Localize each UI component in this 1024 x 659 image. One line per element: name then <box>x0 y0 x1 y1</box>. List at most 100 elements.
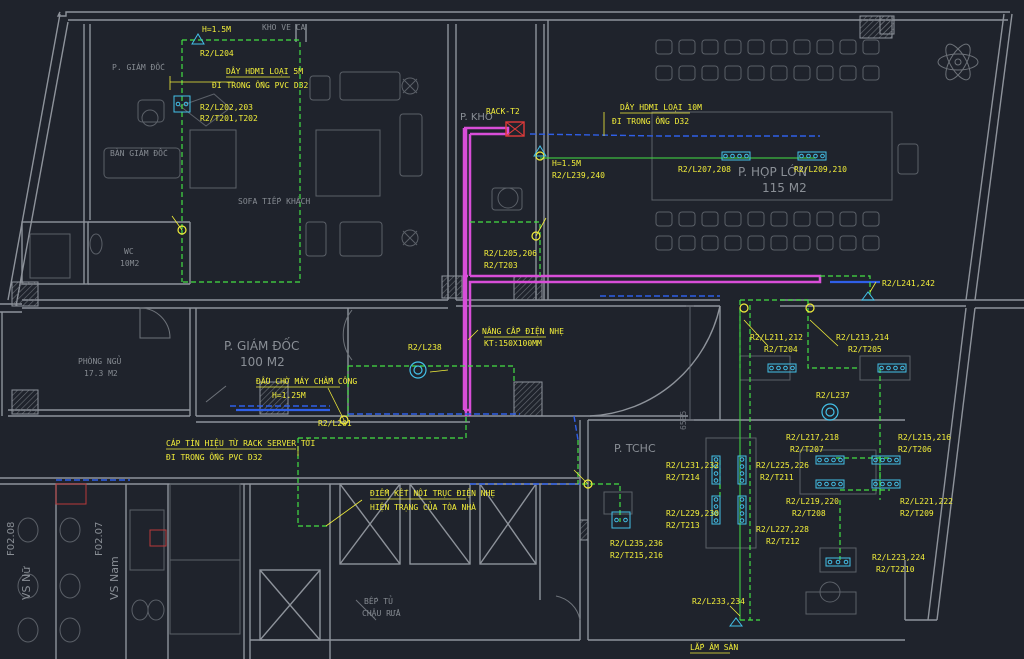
label-t207: R2/T207 <box>790 445 824 454</box>
label-l217: R2/L217,218 <box>786 433 839 442</box>
outlet-port <box>183 101 189 107</box>
outlet-port <box>799 153 804 159</box>
label-t203: R2/T203 <box>484 261 518 270</box>
outlet-port <box>873 481 878 487</box>
label-l202: R2/L202,203 <box>200 103 253 112</box>
label-r2l204: R2/L204 <box>200 49 234 58</box>
outlet-port <box>894 481 899 487</box>
network-outlets <box>173 95 907 567</box>
outlet-port <box>831 457 836 463</box>
meeting-chair <box>862 65 880 81</box>
label-hdmi5-2: ĐI TRONG ỐNG PVC D32 <box>212 79 309 90</box>
meeting-chair <box>793 211 811 227</box>
label-t204: R2/T204 <box>764 345 798 354</box>
network-outlet-icon <box>711 495 721 525</box>
meeting-chair <box>701 235 719 251</box>
label-l213: R2/L213,214 <box>836 333 889 342</box>
label-t205: R2/T205 <box>848 345 882 354</box>
network-outlet-icon <box>721 151 751 161</box>
decor-logo <box>937 43 979 81</box>
label-l237: R2/L237 <box>816 391 850 400</box>
rack-server-icon <box>505 121 525 137</box>
meeting-chair <box>816 211 834 227</box>
outlet-port <box>783 365 788 371</box>
room-label-sofa: SOFA TIẾP KHÁCH <box>238 195 310 206</box>
outlet-port <box>838 457 843 463</box>
label-hdmi10-2: ĐI TRONG ỐNG D32 <box>612 115 689 126</box>
room-label-wc: WC <box>124 247 134 256</box>
label-t211: R2/T211 <box>760 473 794 482</box>
label-lap-am-san: LẮP ÂM SÀN <box>690 641 738 652</box>
outlet-port <box>817 481 822 487</box>
network-outlet-icon <box>737 455 747 485</box>
label-dau-noi-2: HIỆN TRẠNG CỦA TÒA NHÀ <box>370 501 476 512</box>
room-label-hop-lon: P. HỌP LỚN <box>738 164 807 179</box>
outlet-port <box>900 365 905 371</box>
label-h15-mid: H=1.5M <box>552 159 581 168</box>
outlet-port <box>713 497 719 502</box>
outlet-port <box>713 518 719 523</box>
meeting-chair <box>862 211 880 227</box>
meeting-chair <box>770 65 788 81</box>
network-outlet-icon <box>611 511 631 529</box>
label-cham-cong-2: H=1.25M <box>272 391 306 400</box>
outlet-port <box>713 504 719 509</box>
label-l235: R2/L235,236 <box>610 539 663 548</box>
label-t201: R2/T201,T202 <box>200 114 258 123</box>
network-outlet-icon <box>737 495 747 525</box>
outlet-port <box>824 457 829 463</box>
outlet-port <box>744 153 749 159</box>
network-outlet-icon <box>711 455 721 485</box>
label-t213: R2/T213 <box>666 521 700 530</box>
label-l215: R2/L215,216 <box>898 433 951 442</box>
outlet-port <box>894 457 899 463</box>
outlet-port <box>831 481 836 487</box>
meeting-chair <box>724 211 742 227</box>
outlet-port <box>730 153 735 159</box>
label-t2210: R2/T2210 <box>876 565 915 574</box>
meeting-chair <box>655 235 673 251</box>
label-l207: R2/L207,208 <box>678 165 731 174</box>
network-outlet-icon <box>871 455 901 465</box>
outlet-port <box>843 559 849 565</box>
room-label-bep: BẾP TỦ <box>364 595 393 606</box>
meeting-chair <box>793 235 811 251</box>
meeting-chair <box>793 39 811 55</box>
room-code-vs-nam: F02.07 <box>94 522 105 556</box>
network-outlet-icon <box>815 455 845 465</box>
outlet-port <box>873 457 878 463</box>
label-l201: R2/L201 <box>318 419 352 428</box>
label-l223: R2/L223,224 <box>872 553 925 562</box>
outlet-port <box>713 478 719 483</box>
label-l209: R2/L209,210 <box>794 165 847 174</box>
meeting-chair <box>678 211 696 227</box>
label-kt: KT:150X100MM <box>484 339 542 348</box>
door-swings <box>139 307 581 621</box>
network-outlet-icon <box>825 557 851 567</box>
room-label-phong-ngu: PHÒNG NGỦ <box>78 355 122 366</box>
meeting-chair <box>724 235 742 251</box>
meeting-chair <box>862 235 880 251</box>
room-label-vs-nam: VS Nam <box>108 556 121 600</box>
structural-columns <box>11 15 895 541</box>
outlet-port <box>739 471 745 476</box>
outlet-port <box>623 517 628 523</box>
label-cap-tin-hieu-2: ĐI TRONG ỐNG PVC D32 <box>166 451 263 462</box>
outlet-port <box>739 457 745 462</box>
meeting-chair <box>793 65 811 81</box>
meeting-chair <box>747 39 765 55</box>
room-label-ban-giam-doc: BÀN GIÁM ĐỐC <box>110 147 168 158</box>
outlet-port <box>835 559 841 565</box>
label-l231: R2/L231,232 <box>666 461 719 470</box>
outlet-port <box>739 511 745 516</box>
meeting-chair <box>839 211 857 227</box>
outlet-port <box>838 481 843 487</box>
meeting-chair <box>816 65 834 81</box>
label-l239: R2/L239,240 <box>552 171 605 180</box>
outlet-port <box>737 153 742 159</box>
room-label-chau-rua: CHẬU RỬA <box>362 608 401 618</box>
meeting-chair <box>701 39 719 55</box>
meeting-chair <box>816 235 834 251</box>
meeting-chair <box>701 65 719 81</box>
